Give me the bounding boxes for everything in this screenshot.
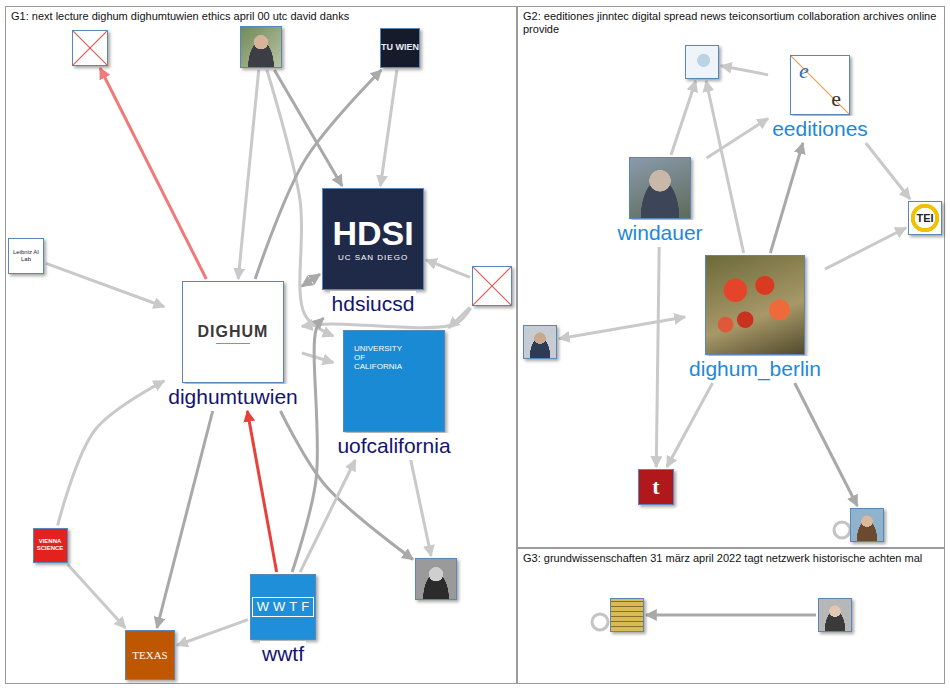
- vertex: [850, 508, 884, 542]
- vertex-image: WWTF: [250, 574, 316, 640]
- vertex: t: [638, 469, 674, 505]
- connector: [247, 411, 276, 572]
- vertex-image: [523, 325, 557, 359]
- vertex-image: UNIVERSITY OF CALIFORNIA: [343, 330, 445, 432]
- vertex: [72, 30, 108, 66]
- logo-text: UNIVERSITY OF CALIFORNIA: [354, 345, 406, 371]
- logo-text: TEXAS: [132, 649, 167, 661]
- connector: [46, 263, 164, 306]
- logo-text: WWTF: [252, 597, 314, 617]
- logo-text: TEI: [916, 212, 933, 224]
- connector: [667, 383, 713, 467]
- vertex: TU WIEN: [380, 28, 420, 68]
- vertex: Leibniz AI Lab: [8, 238, 44, 274]
- vertex-image: [818, 598, 852, 632]
- vertex-image: [705, 255, 805, 355]
- connector: [177, 620, 248, 646]
- connector: [292, 318, 323, 572]
- vertex-image: TEXAS: [125, 630, 175, 680]
- vertex-image: DIGHUM: [182, 281, 284, 383]
- vertex-image: ee: [790, 55, 850, 115]
- connector: [380, 70, 396, 186]
- group-panel: G2: eeditiones jinntec digital spread ne…: [517, 6, 945, 548]
- vertex-image: [415, 558, 457, 600]
- vertex-image: t: [638, 469, 674, 505]
- vertex: [415, 558, 457, 600]
- connector: [770, 143, 803, 253]
- self-loop: [592, 614, 608, 630]
- vertex: TEXAS: [125, 630, 175, 680]
- logo-text: DIGHUM: [198, 323, 269, 341]
- vertex: HDSI UC SAN DIEGO hdsiucsd: [322, 188, 424, 316]
- connector: [656, 247, 659, 467]
- vertex: UNIVERSITY OF CALIFORNIA uofcalifornia: [335, 330, 452, 458]
- vertex-label: eeditiones: [770, 116, 870, 141]
- vertex-image: [610, 598, 644, 632]
- connector: [157, 411, 213, 628]
- connector: [68, 565, 126, 629]
- self-loop: [834, 522, 850, 538]
- vertex-label: dighumtuwien: [166, 384, 300, 409]
- vertex-label: hdsiucsd: [330, 291, 417, 316]
- vertex-image: [685, 45, 719, 79]
- logo-text: Leibniz AI Lab: [9, 249, 43, 262]
- group-title: G3: grundwissenschaften 31 märz april 20…: [518, 549, 944, 568]
- vertex-image: [240, 26, 282, 68]
- vertex: TEI: [908, 201, 942, 235]
- vertex-label: dighum_berlin: [687, 356, 823, 381]
- vertex: [818, 598, 852, 632]
- logo-text: HDSI: [332, 216, 413, 250]
- vertex-image: [850, 508, 884, 542]
- vertex: dighum_berlin: [687, 255, 823, 381]
- connector: [302, 353, 334, 363]
- vertex: DIGHUM dighumtuwien: [166, 281, 300, 409]
- vertex: [472, 266, 512, 306]
- group-title: G2: eeditiones jinntec digital spread ne…: [518, 7, 944, 39]
- connector: [825, 228, 906, 269]
- connector: [302, 274, 320, 286]
- vertex-image: TEI: [908, 201, 942, 235]
- group-panel: G3: grundwissenschaften 31 märz april 20…: [517, 548, 945, 684]
- connector: [100, 68, 206, 279]
- vertex-image: [472, 266, 512, 306]
- vertex: [610, 598, 644, 632]
- vertex-image: TU WIEN: [380, 28, 420, 68]
- logo-text: VIENNA SCIENCE: [34, 538, 67, 551]
- vertex-image: Leibniz AI Lab: [8, 238, 44, 274]
- connector: [559, 317, 685, 339]
- vertex: [685, 45, 719, 79]
- group-title: G1: next lecture dighum dighumtuwien eth…: [6, 7, 516, 26]
- logo-text: t: [652, 475, 659, 499]
- vertex-image: VIENNA SCIENCE: [33, 528, 68, 563]
- vertex: windauer: [615, 157, 704, 245]
- vertex-label: windauer: [615, 220, 704, 245]
- vertex: WWTF wwtf: [250, 574, 316, 666]
- logo-text: UC SAN DIEGO: [338, 254, 408, 263]
- connector: [58, 381, 165, 526]
- connector: [671, 81, 696, 155]
- vertex-image: [72, 30, 108, 66]
- connector: [866, 143, 910, 199]
- connector: [795, 383, 858, 506]
- connector: [411, 460, 431, 556]
- group-panel: G1: next lecture dighum dighumtuwien eth…: [5, 6, 517, 684]
- connector: [238, 70, 259, 279]
- logo-text: TU WIEN: [381, 43, 419, 53]
- vertex-image: HDSI UC SAN DIEGO: [322, 188, 424, 290]
- vertex: eeeeditiones: [770, 55, 870, 141]
- vertex-image: [629, 157, 691, 219]
- logo-text: e: [799, 59, 809, 83]
- connector: [426, 260, 470, 277]
- connector: [449, 307, 470, 328]
- connector: [721, 66, 768, 75]
- vertex: VIENNA SCIENCE: [33, 528, 68, 563]
- vertex-label: uofcalifornia: [335, 433, 452, 458]
- vertex: [240, 26, 282, 68]
- vertex: [523, 325, 557, 359]
- connector: [706, 81, 744, 253]
- connector: [646, 614, 816, 617]
- vertex-label: wwtf: [260, 641, 306, 666]
- logo-text: e: [831, 87, 841, 111]
